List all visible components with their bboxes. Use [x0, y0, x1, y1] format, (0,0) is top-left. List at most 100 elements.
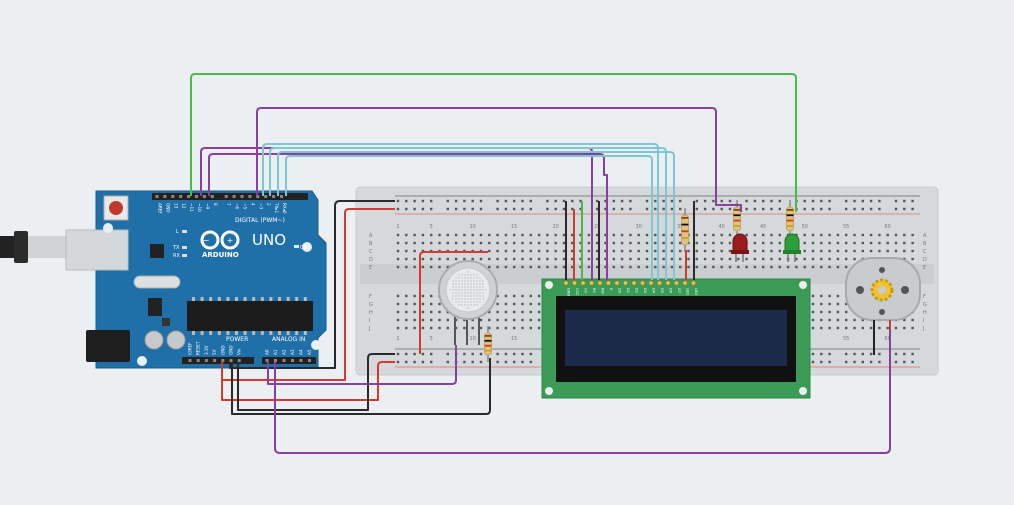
- breadboard-hole: [836, 241, 840, 245]
- lcd-pin[interactable]: [631, 280, 637, 286]
- analog-header-label: ANALOG IN: [272, 336, 305, 343]
- lcd-pin[interactable]: [580, 280, 586, 286]
- mesh-dot: [479, 301, 481, 303]
- header-pin[interactable]: [155, 195, 159, 198]
- green-led[interactable]: [783, 233, 801, 262]
- header-pin[interactable]: [221, 359, 225, 362]
- header-pin[interactable]: [280, 195, 283, 198]
- header-pin[interactable]: [237, 359, 241, 362]
- breadboard-hole: [828, 241, 831, 245]
- wire-red-5v-rail-top[interactable]: [221, 208, 395, 381]
- reset-button-cap[interactable]: [109, 201, 123, 215]
- breadboard-hole: [529, 326, 532, 330]
- header-pin[interactable]: [195, 195, 198, 198]
- dc-motor[interactable]: [845, 257, 921, 355]
- header-pin[interactable]: [196, 359, 200, 362]
- lcd-pin[interactable]: [648, 280, 654, 286]
- lcd-pin[interactable]: [682, 280, 688, 286]
- wire-purple-motor[interactable]: [274, 330, 891, 454]
- arduino-board[interactable]: − + UNO ARDUINO DIGITAL (PWM~) POWER ANA…: [0, 190, 327, 369]
- breadboard-hole: [479, 241, 483, 245]
- breadboard-hole: [645, 241, 649, 245]
- header-pin[interactable]: [202, 195, 206, 198]
- wire-cyan-d7[interactable]: [285, 155, 653, 280]
- lcd-pin[interactable]: [665, 280, 671, 286]
- header-pin[interactable]: [265, 359, 269, 362]
- header-pin[interactable]: [210, 195, 214, 198]
- breadboard-hole: [679, 265, 682, 269]
- header-pin[interactable]: [282, 359, 286, 362]
- resistor-red-led[interactable]: [733, 200, 741, 238]
- breadboard-column-number: 15: [511, 336, 517, 342]
- header-pin[interactable]: [213, 359, 217, 362]
- wire-cyan-d5[interactable]: [269, 147, 667, 280]
- header-pin[interactable]: [274, 359, 277, 362]
- breadboard-hole: [579, 249, 582, 253]
- resistor-green-led[interactable]: [786, 200, 794, 238]
- wire-red-sensor-vcc[interactable]: [419, 251, 488, 354]
- breadboard-hole: [579, 233, 582, 237]
- breadboard-hole: [903, 241, 906, 245]
- header-pin[interactable]: [229, 359, 233, 362]
- breadboard-hole: [612, 265, 615, 269]
- red-led[interactable]: [731, 233, 749, 262]
- wire-cyan-d4[interactable]: [262, 143, 659, 280]
- lcd-pin[interactable]: [605, 280, 611, 286]
- breadboard-hole: [720, 233, 723, 237]
- breadboard-hole: [712, 199, 715, 203]
- breadboard-hole: [596, 233, 599, 237]
- header-pin[interactable]: [256, 195, 260, 198]
- lcd-pin[interactable]: [673, 280, 679, 286]
- wire-red-5v-rail-bottom[interactable]: [221, 361, 395, 401]
- header-pin[interactable]: [179, 195, 183, 198]
- wire-purple-led[interactable]: [256, 107, 742, 212]
- chip-leg: [226, 297, 230, 301]
- breadboard-hole: [554, 199, 557, 203]
- wire-black-gnd-rail-top[interactable]: [229, 200, 395, 369]
- wire-purple-sensor-out[interactable]: [267, 345, 457, 385]
- header-pin[interactable]: [264, 195, 268, 198]
- header-pin[interactable]: [240, 195, 244, 198]
- digital-pin-label: GND: [165, 203, 170, 213]
- resistor-lcd[interactable]: [681, 208, 689, 252]
- header-pin[interactable]: [224, 195, 228, 198]
- breadboard-hole: [612, 249, 615, 253]
- lcd-pin[interactable]: [563, 280, 569, 286]
- breadboard-hole: [878, 360, 881, 364]
- lcd-pin[interactable]: [639, 280, 645, 286]
- lcd-pin[interactable]: [571, 280, 577, 286]
- wire-cyan-d6[interactable]: [277, 151, 675, 280]
- header-pin[interactable]: [232, 195, 236, 198]
- lcd-pin[interactable]: [614, 280, 620, 286]
- wire-black-gnd-rail-bottom[interactable]: [237, 353, 395, 411]
- lcd-pin[interactable]: [597, 280, 603, 286]
- wire-black-sensor-gnd[interactable]: [231, 358, 491, 415]
- lcd-pin[interactable]: [656, 280, 662, 286]
- header-pin[interactable]: [299, 359, 303, 362]
- header-pin[interactable]: [204, 359, 208, 362]
- header-pin[interactable]: [248, 195, 252, 198]
- lcd-pin[interactable]: [588, 280, 594, 286]
- header-pin[interactable]: [188, 359, 192, 362]
- header-pin[interactable]: [187, 195, 191, 198]
- breadboard-hole: [430, 265, 433, 269]
- header-pin[interactable]: [163, 195, 167, 198]
- lcd-pin[interactable]: [690, 280, 696, 286]
- resistor-sensor[interactable]: [484, 326, 492, 362]
- header-pin[interactable]: [308, 359, 311, 362]
- mesh-dot: [482, 280, 484, 282]
- wire-purple-lcd-e[interactable]: [208, 153, 608, 280]
- header-pin[interactable]: [272, 195, 276, 198]
- breadboard-hole: [529, 310, 532, 314]
- breadboard-hole: [845, 310, 848, 314]
- wire-green-led[interactable]: [190, 73, 797, 212]
- header-pin[interactable]: [291, 359, 294, 362]
- breadboard-hole: [529, 302, 532, 306]
- breadboard-hole: [845, 233, 848, 237]
- breadboard-hole: [654, 233, 657, 237]
- lcd-pin[interactable]: [622, 280, 628, 286]
- gas-sensor[interactable]: [438, 260, 498, 345]
- header-pin[interactable]: [171, 195, 175, 198]
